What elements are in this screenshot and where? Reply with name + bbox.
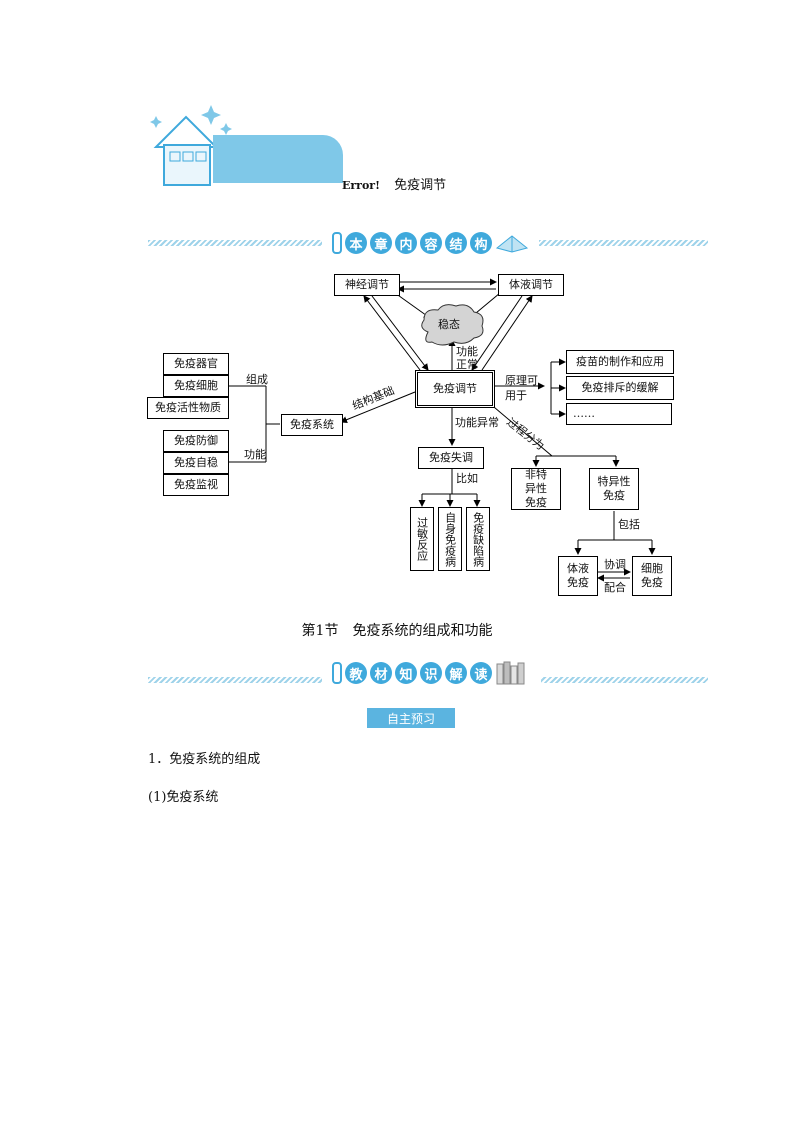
banner-char: 容 bbox=[420, 232, 442, 254]
banner-chapter-structure: 本 章 内 容 结 构 bbox=[322, 230, 539, 256]
node-ellipsis: …… bbox=[566, 403, 672, 425]
node-specific-immunity: 特异性免疫 bbox=[589, 468, 639, 510]
node-autoimmune: 自身免疫病 bbox=[438, 507, 462, 571]
banner-textbook-reading: 教 材 知 识 解 读 bbox=[322, 660, 541, 686]
node-immune-organs: 免疫器官 bbox=[163, 353, 229, 375]
banner-char: 章 bbox=[370, 232, 392, 254]
node-humoral-immunity: 体液免疫 bbox=[558, 556, 598, 596]
node-humoral-regulation: 体液调节 bbox=[498, 274, 564, 296]
self-study-tag: 自主预习 bbox=[367, 708, 455, 728]
node-cellular-immunity: 细胞免疫 bbox=[632, 556, 672, 596]
label-include: 包括 bbox=[618, 518, 640, 531]
node-homeostasis: 稳态 bbox=[438, 318, 460, 331]
banner-char: 材 bbox=[370, 662, 392, 684]
node-immune-disorder: 免疫失调 bbox=[418, 447, 484, 469]
banner-char: 教 bbox=[345, 662, 367, 684]
node-vaccine: 疫苗的制作和应用 bbox=[566, 350, 674, 374]
node-immunodeficiency: 免疫缺陷病 bbox=[466, 507, 490, 571]
chapter-tab bbox=[213, 135, 343, 183]
label-composition: 组成 bbox=[246, 373, 268, 386]
node-immune-defense: 免疫防御 bbox=[163, 430, 229, 452]
label-for-example: 比如 bbox=[456, 472, 478, 485]
node-immune-regulation: 免疫调节 bbox=[415, 370, 495, 408]
node-active-substances: 免疫活性物质 bbox=[147, 397, 229, 419]
label-coordinate: 协调 bbox=[604, 558, 626, 571]
error-text: Error! bbox=[342, 179, 380, 192]
node-neural-regulation: 神经调节 bbox=[334, 274, 400, 296]
book-icon bbox=[495, 235, 529, 253]
node-nonspecific-immunity: 非特异性免疫 bbox=[511, 468, 561, 510]
label-function-abnormal: 功能异常 bbox=[455, 416, 499, 429]
chapter-title: 免疫调节 bbox=[394, 178, 447, 193]
node-immune-cells: 免疫细胞 bbox=[163, 375, 229, 397]
node-allergy: 过敏反应 bbox=[410, 507, 434, 571]
banner-cap-left bbox=[332, 232, 342, 254]
chapter-heading: Error! 免疫调节 bbox=[342, 174, 446, 193]
banner-char: 解 bbox=[445, 662, 467, 684]
banner-char: 结 bbox=[445, 232, 467, 254]
node-immune-system: 免疫系统 bbox=[281, 414, 343, 436]
house-illustration bbox=[150, 105, 232, 186]
heading-composition: 1．免疫系统的组成 bbox=[148, 752, 261, 767]
banner-char: 构 bbox=[470, 232, 492, 254]
node-surveillance: 免疫监视 bbox=[163, 474, 229, 496]
section-title: 第1节 免疫系统的组成和功能 bbox=[301, 623, 493, 639]
books-icon bbox=[496, 661, 525, 685]
node-rejection: 免疫排斥的缓解 bbox=[566, 376, 674, 400]
banner-char: 识 bbox=[420, 662, 442, 684]
banner-char: 本 bbox=[345, 232, 367, 254]
label-principle-used-for: 原理可用于 bbox=[505, 374, 538, 403]
label-function: 功能 bbox=[244, 448, 266, 461]
banner-char: 读 bbox=[470, 662, 492, 684]
banner-char: 知 bbox=[395, 662, 417, 684]
banner-cap-left bbox=[332, 662, 342, 684]
subheading-immune-system: (1)免疫系统 bbox=[148, 790, 219, 805]
label-cooperate: 配合 bbox=[604, 581, 626, 594]
homeostasis-cloud bbox=[421, 304, 484, 346]
node-self-stability: 免疫自稳 bbox=[163, 452, 229, 474]
banner-char: 内 bbox=[395, 232, 417, 254]
label-function-normal: 功能正常 bbox=[456, 345, 478, 371]
